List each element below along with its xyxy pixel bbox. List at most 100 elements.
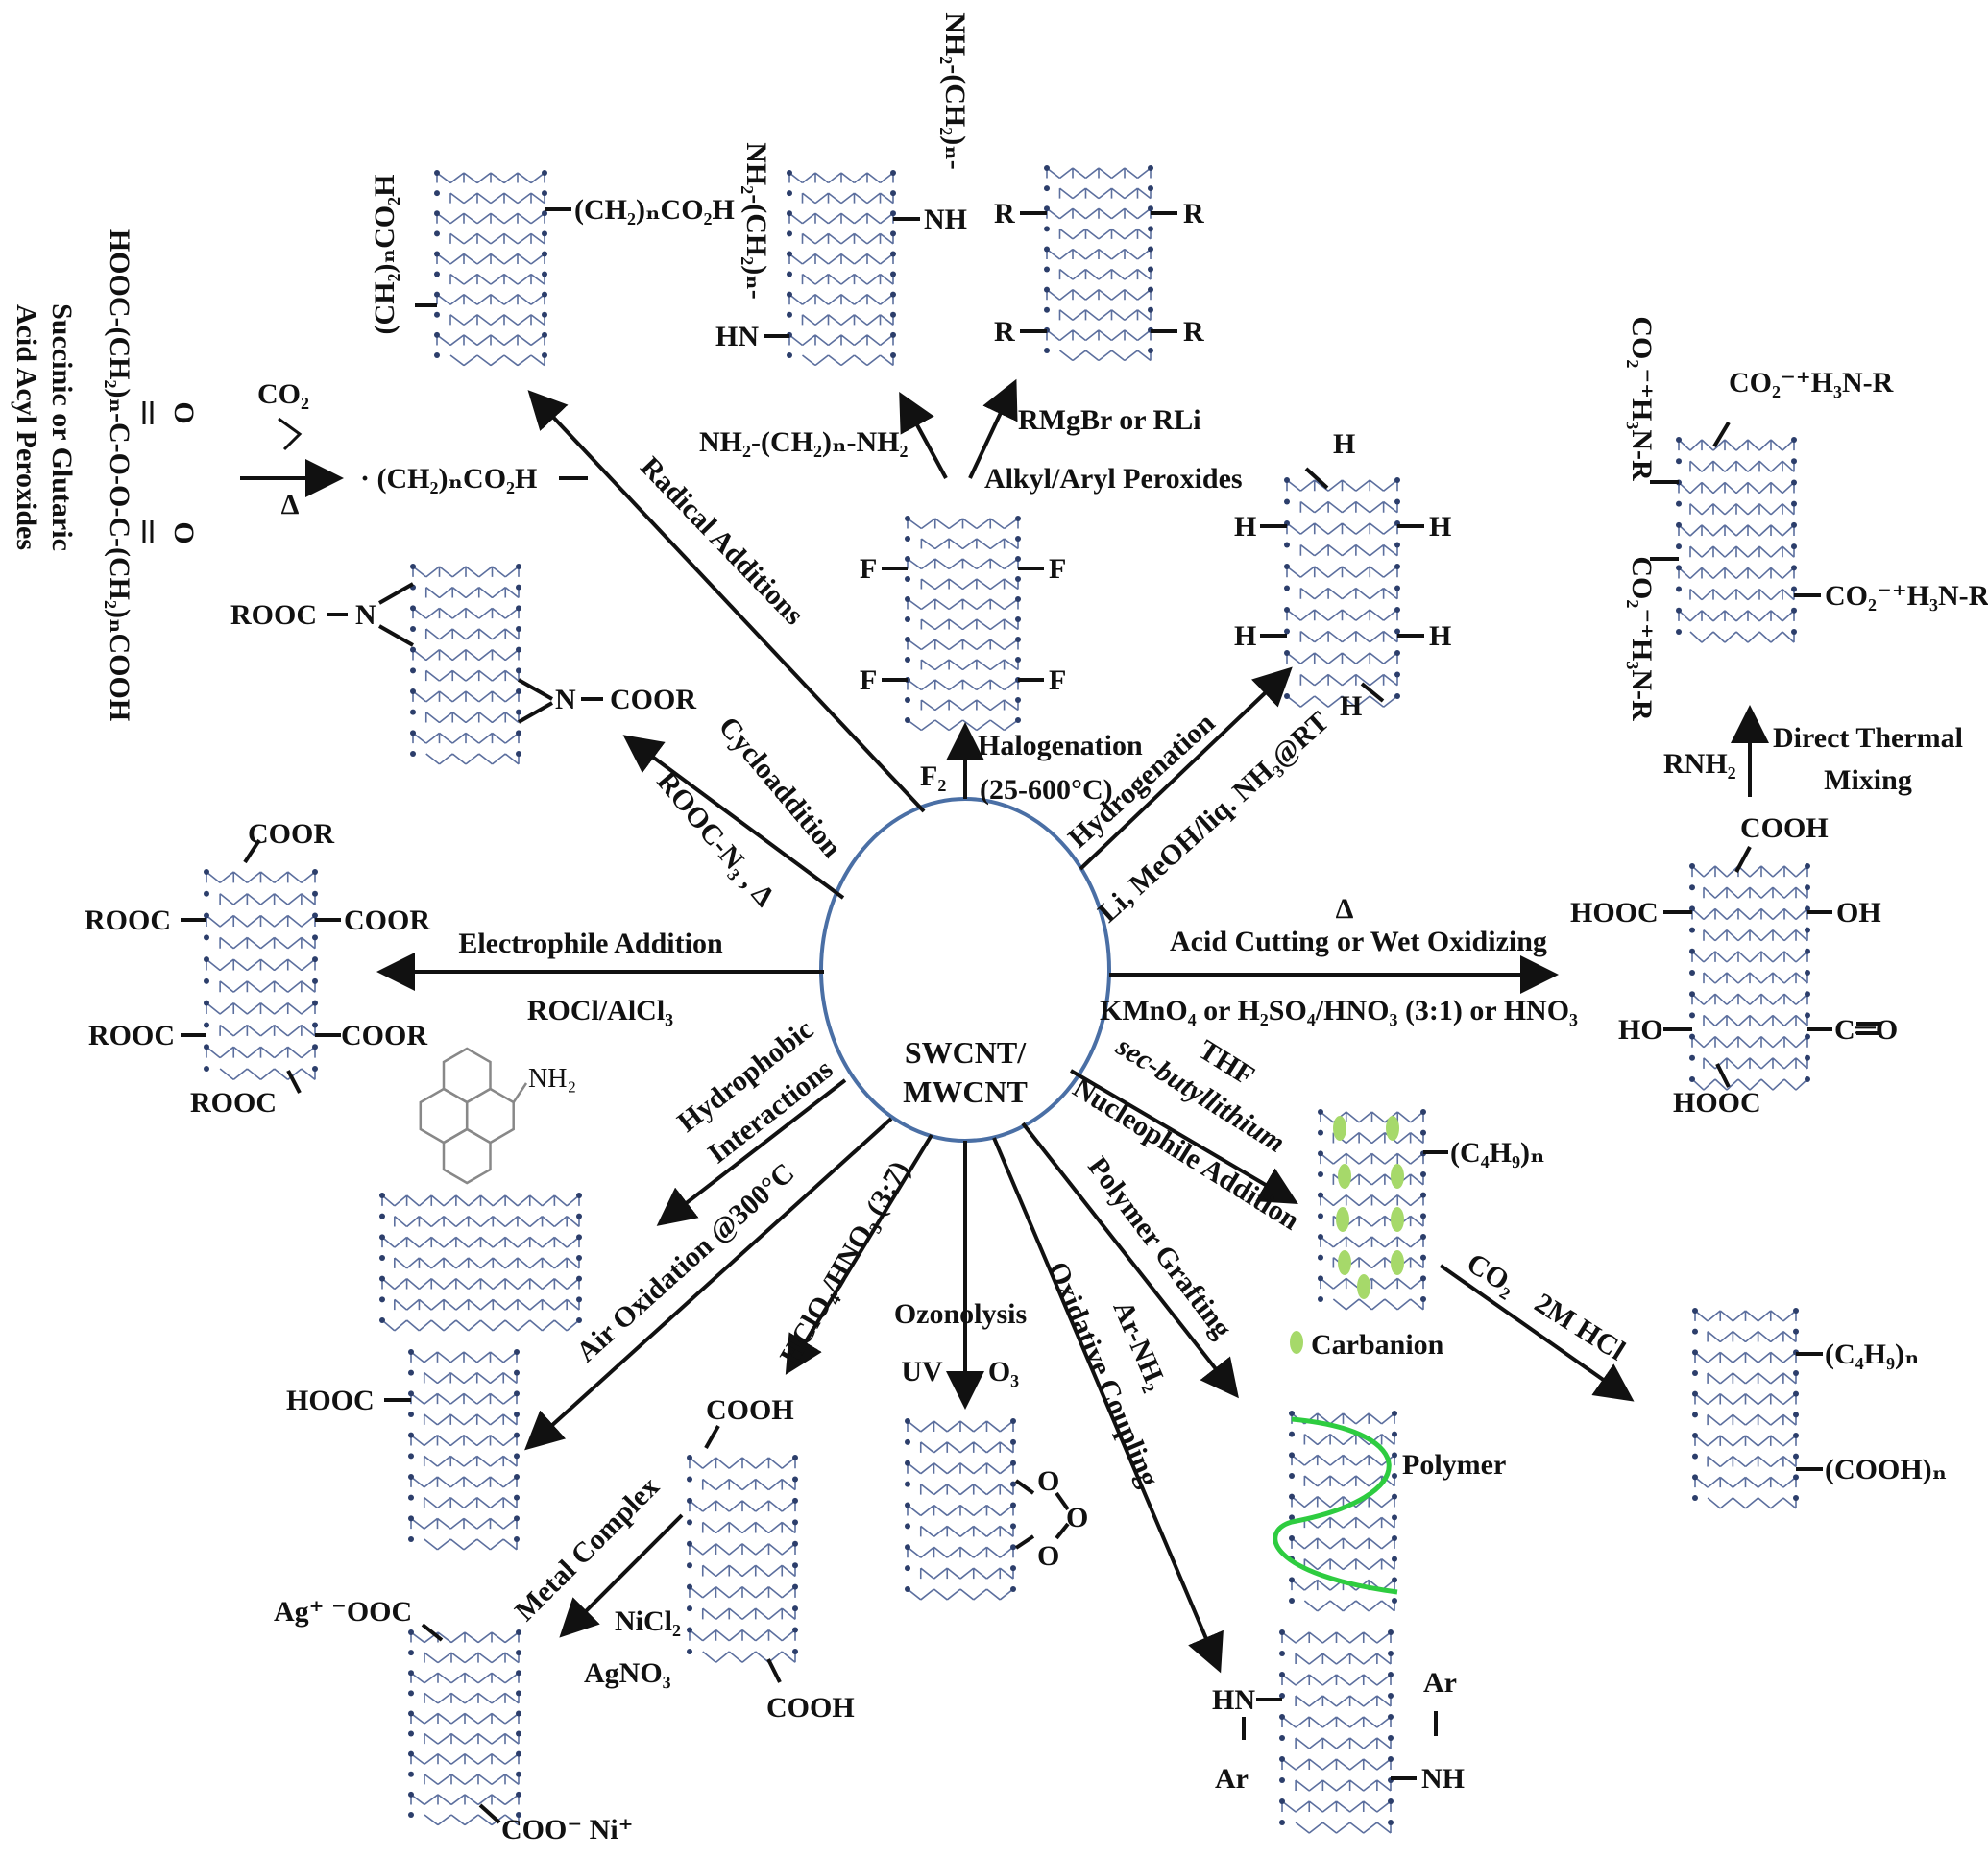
- aminopyrene-molecule: [419, 1047, 528, 1185]
- arrow-hclo4: [785, 1133, 933, 1375]
- ester-coor-2: COOR: [344, 905, 430, 936]
- arrow-oxidative: [992, 1137, 1224, 1674]
- arrow-air: [524, 1117, 893, 1451]
- oxidized-ho: HO: [1618, 1014, 1663, 1046]
- ester-coor-3: COOR: [341, 1020, 427, 1051]
- oxidized-hooc-1: HOOC: [1570, 897, 1659, 929]
- label-ozonolysis: Ozonolysis: [894, 1298, 1027, 1330]
- nanotube-metal: [408, 1629, 521, 1826]
- nanotube-final: [1692, 1308, 1799, 1509]
- peroxide-formula: HOOC-(CH₂)ₙ-C-O-O-C-(CH₂)ₙCOOH: [104, 229, 135, 721]
- substituent-bonds: [181, 207, 1880, 1824]
- fluoro-f-3: F: [860, 664, 877, 696]
- oxidized-cooh: COOH: [1740, 812, 1829, 844]
- peroxide-o-2: O: [168, 521, 200, 543]
- label-secondary-hcl: 2M HCl: [1529, 1287, 1631, 1366]
- nanotube-nucleophile: [1318, 1109, 1426, 1311]
- label-acid-reagent: KMnO₄ or H₂SO₄/HNO₃ (3:1) or HNO₃: [1100, 995, 1578, 1026]
- arrow-metal: [559, 1513, 684, 1638]
- label-grignard-2: Alkyl/Aryl Peroxides: [984, 463, 1243, 495]
- arrow-radical: [527, 390, 926, 813]
- fluoro-f-4: F: [1049, 664, 1066, 696]
- ozonide-o-3: O: [1037, 1540, 1059, 1572]
- nanotube-grignard: [1044, 165, 1153, 362]
- label-halogenation-reagent: F₂: [920, 760, 946, 792]
- hydro-h-2: H: [1234, 511, 1256, 543]
- peroxide-name-2: Acid Acyl Peroxides: [11, 304, 42, 550]
- arrow-nucleophile: [1069, 1069, 1298, 1205]
- amine-salt-right: CO₂⁻⁺H₃N-R: [1825, 580, 1988, 612]
- label-secondary-co2: CO₂: [1461, 1247, 1521, 1302]
- carbanion-dot: [1336, 1207, 1349, 1232]
- final-label-1: (C₄H₉)ₙ: [1825, 1339, 1920, 1370]
- hydro-h-1: H: [1333, 428, 1355, 460]
- oxidized-hooc-2: HOOC: [1673, 1087, 1761, 1119]
- fluoro-f-1: F: [860, 553, 877, 585]
- hydro-h-3: H: [1429, 511, 1451, 543]
- label-direct-thermal: Direct Thermal: [1773, 722, 1963, 754]
- ester-rooc-1: ROOC: [85, 905, 171, 936]
- carbanion-dot: [1338, 1164, 1351, 1189]
- label-acid-cutting: Acid Cutting: [1170, 926, 1329, 957]
- peroxide-radical: · (CH₂)ₙCO₂H: [360, 463, 537, 495]
- label-air-oxidation: Air Oxidation @300°C: [570, 1157, 801, 1368]
- label-o3: O₃: [988, 1356, 1019, 1387]
- ozonide-o-1: O: [1037, 1465, 1059, 1497]
- grignard-r-3: R: [994, 316, 1015, 348]
- label-agno3: AgNO₃: [584, 1657, 671, 1689]
- label-halogenation: Halogenation: [978, 730, 1143, 761]
- nanotube-pyrene-base: [379, 1193, 582, 1332]
- center-label-2: MWCNT: [903, 1074, 1028, 1109]
- aziridine-coor: COOR: [610, 684, 696, 715]
- hclo4-cooh-top: COOH: [706, 1394, 794, 1426]
- label-nicl2: NiCl₂: [615, 1605, 681, 1637]
- metal-top: Ag⁺ ⁻OOC: [274, 1596, 412, 1628]
- fluoro-f-2: F: [1049, 553, 1066, 585]
- arylamine-nh: NH: [1421, 1763, 1465, 1795]
- label-hclo4: HClO₄/HNO₃ (3:7): [774, 1156, 916, 1370]
- arrow-diamine: [899, 391, 948, 479]
- diamine-hn: HN: [715, 321, 759, 352]
- ester-rooc-2: ROOC: [88, 1020, 175, 1051]
- nanotube-amine-salt: [1676, 437, 1797, 643]
- nanotube-arylamine: [1279, 1629, 1394, 1834]
- nanotube-ozonolysis: [905, 1418, 1016, 1601]
- grignard-r-4: R: [1183, 316, 1204, 348]
- nanotube-ester: [204, 869, 318, 1081]
- label-radical-additions: Radical Additions: [634, 450, 810, 631]
- nanotube-hydro: [1284, 477, 1400, 708]
- carbanion-dot: [1357, 1274, 1370, 1299]
- carbanion-dot: [1391, 1207, 1404, 1232]
- polymer-chain: [1273, 1416, 1398, 1595]
- diamine-left: NH₂-(CH₂)ₙ-: [740, 142, 772, 300]
- carbanion-dot: [1386, 1116, 1399, 1141]
- arrow-grignard: [968, 378, 1018, 479]
- arrow-polymer: [1021, 1122, 1239, 1399]
- amine-salt-left-2: CO₂⁻⁺H₃N-R: [1626, 556, 1658, 721]
- hydro-h-4: H: [1234, 620, 1256, 652]
- oxidized-oh: OH: [1836, 897, 1881, 929]
- aziridine-n-2: N: [555, 684, 576, 715]
- amine-salt-left-1: CO₂⁻⁺H₃N-R: [1626, 316, 1658, 481]
- nucleophile-label: (C₄H₉)ₙ: [1450, 1137, 1545, 1169]
- nanotube-fluoro: [905, 516, 1021, 732]
- carbanion-dot: [1391, 1250, 1404, 1275]
- arrow-cycloaddition: [622, 735, 845, 900]
- ester-rooc-3: ROOC: [190, 1087, 277, 1119]
- label-metal-complex: Metal Complex: [509, 1471, 666, 1628]
- aziridine-n-1: N: [355, 599, 376, 631]
- diamine-nh: NH: [924, 204, 967, 235]
- nanotube-oxidized: [1689, 863, 1810, 1091]
- label-acid-delta: Δ: [1336, 893, 1354, 925]
- hclo4-cooh-bottom: COOH: [766, 1692, 855, 1724]
- peroxide-co2: CO₂: [257, 378, 309, 410]
- ozonide-o-2: O: [1066, 1502, 1088, 1533]
- amine-salt-top: CO₂⁻⁺H₃N-R: [1729, 367, 1894, 398]
- arylamine-hn: HN: [1212, 1684, 1255, 1716]
- peroxide-co2-arrow: [278, 417, 303, 451]
- metal-bottom: COO⁻ Ni⁺: [501, 1814, 634, 1846]
- ester-coor-1: COOR: [248, 818, 334, 850]
- carbanion-dot: [1391, 1164, 1404, 1189]
- label-diamine-reagent: NH₂-(CH₂)ₙ-NH₂: [699, 426, 909, 458]
